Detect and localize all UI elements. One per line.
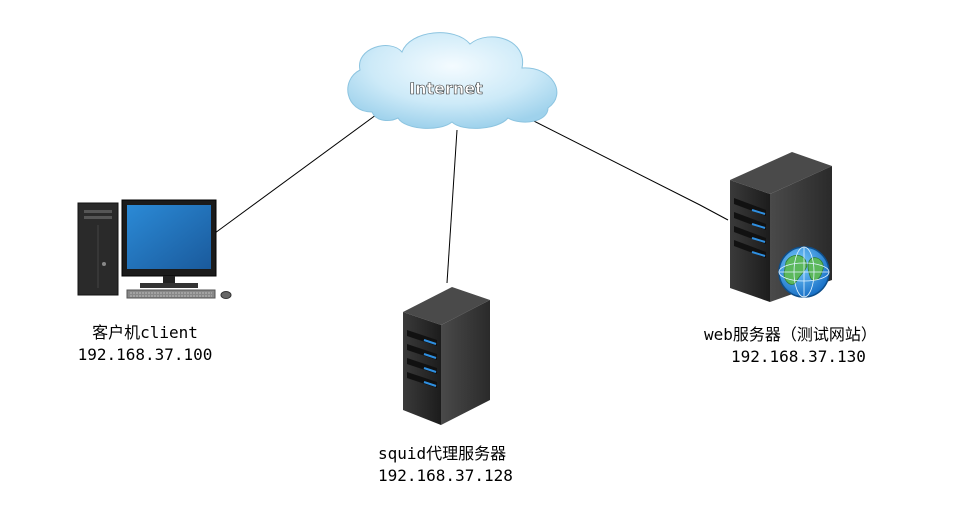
connections	[214, 111, 729, 284]
link-web-internet	[517, 112, 729, 221]
desktop-computer-icon	[77, 199, 232, 299]
cloud-label: Internet	[409, 79, 483, 98]
globe-icon	[778, 246, 830, 298]
client-name: 客户机client	[92, 323, 198, 342]
link-client-internet	[214, 111, 381, 234]
squid-name: squid代理服务器	[378, 444, 507, 463]
pc-mouse	[220, 291, 232, 299]
web-label: web服务器（测试网站） 192.168.37.130	[704, 324, 924, 368]
pc-screen	[127, 205, 211, 269]
client-label: 客户机client 192.168.37.100	[60, 322, 230, 366]
squid-drive-bays	[407, 330, 437, 388]
client-ip: 192.168.37.100	[77, 345, 213, 364]
web-drive-bays	[734, 198, 766, 258]
web-name: web服务器（测试网站）	[704, 325, 877, 344]
squid-label: squid代理服务器 192.168.37.128	[378, 443, 558, 487]
tower-server-icon	[403, 287, 490, 425]
web-ip: 192.168.37.130	[731, 347, 866, 366]
web-server-globe-icon	[730, 152, 832, 302]
pc-keyboard	[126, 289, 216, 299]
link-squid-internet	[446, 129, 458, 284]
internet-cloud-icon: Internet	[347, 32, 558, 129]
squid-ip: 192.168.37.128	[378, 466, 513, 485]
